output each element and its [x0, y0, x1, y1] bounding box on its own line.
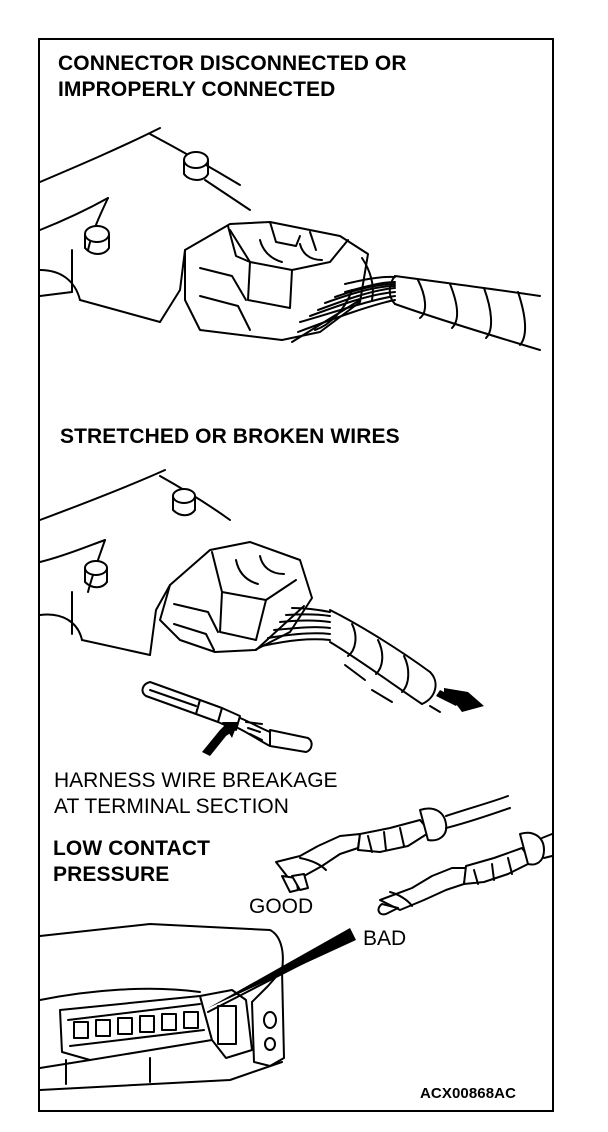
figure-border	[38, 38, 554, 1112]
terminals-drawing	[275, 795, 553, 916]
section3-title-line2: PRESSURE	[53, 863, 170, 886]
callout-line2: AT TERMINAL SECTION	[54, 795, 289, 818]
ecu-connector-drawing	[39, 923, 356, 1091]
stretched-wires-drawing	[39, 469, 484, 756]
section1-title-line1: CONNECTOR DISCONNECTED OR	[58, 52, 407, 75]
good-label: GOOD	[249, 895, 314, 918]
callout-line1: HARNESS WIRE BREAKAGE	[54, 769, 338, 792]
section2-title: STRETCHED OR BROKEN WIRES	[60, 425, 400, 448]
section3-title-line1: LOW CONTACT	[53, 837, 211, 860]
bad-label: BAD	[363, 927, 407, 950]
connector-disconnected-drawing	[39, 127, 541, 351]
section1-title-line2: IMPROPERLY CONNECTED	[58, 78, 336, 101]
figure-code: ACX00868AC	[420, 1085, 517, 1102]
